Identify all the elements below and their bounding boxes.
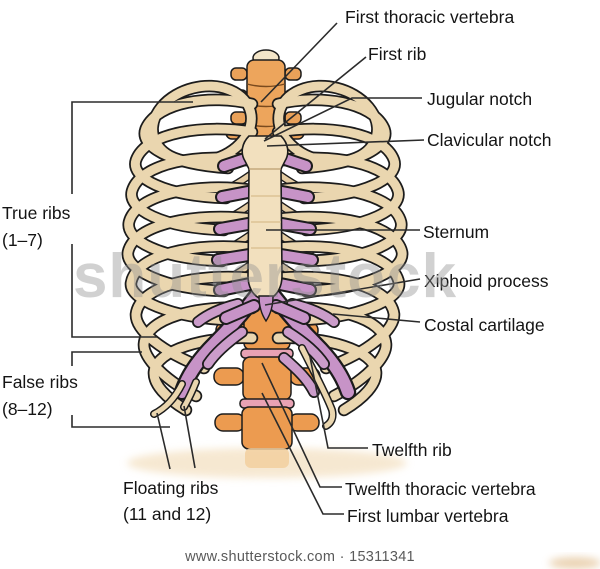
leaders-floating-ribs — [156, 405, 196, 470]
shutterstock-watermark: shutterstock — [73, 242, 457, 311]
labels: First thoracic vertebra First rib Jugula… — [2, 7, 552, 526]
footer-watermark: www.shutterstock.com · 15311341 — [184, 549, 415, 565]
bracket-true-ribs — [71, 101, 193, 338]
leader-costal-cartilage — [332, 313, 421, 323]
xiphoid-process-shape — [258, 295, 274, 323]
leader-first-lumbar-vertebra — [261, 392, 344, 515]
bracket-false-ribs — [71, 351, 170, 428]
label-twelfth-rib: Twelfth rib — [372, 440, 452, 460]
label-costal-cartilage: Costal cartilage — [424, 315, 545, 335]
leader-first-thoracic-vertebra — [260, 22, 338, 103]
label-true-ribs: True ribs — [2, 203, 71, 223]
leader-lines — [71, 22, 425, 515]
label-first-lumbar-vertebra: First lumbar vertebra — [347, 506, 509, 526]
leader-jugular-notch — [263, 97, 422, 142]
leader-first-rib — [264, 56, 367, 140]
label-xiphoid-process: Xiphoid process — [424, 271, 549, 291]
label-floating-ribs-range: (11 and 12) — [123, 504, 211, 524]
leader-xiphoid-process — [264, 278, 421, 306]
label-sternum: Sternum — [423, 222, 489, 242]
label-first-rib: First rib — [368, 44, 426, 64]
label-twelfth-thoracic-vertebra: Twelfth thoracic vertebra — [345, 479, 536, 499]
leader-clavicular-notch — [266, 139, 425, 147]
label-false-ribs: False ribs — [2, 372, 78, 392]
leader-twelfth-thoracic-vertebra — [261, 362, 342, 488]
label-first-thoracic-vertebra: First thoracic vertebra — [345, 7, 514, 27]
leader-twelfth-rib — [309, 356, 368, 449]
label-floating-ribs: Floating ribs — [123, 478, 219, 498]
label-jugular-notch: Jugular notch — [427, 89, 532, 109]
label-clavicular-notch: Clavicular notch — [427, 130, 552, 150]
label-true-ribs-range: (1–7) — [2, 230, 43, 250]
sternum-bone — [241, 135, 289, 323]
label-false-ribs-range: (8–12) — [2, 399, 53, 419]
